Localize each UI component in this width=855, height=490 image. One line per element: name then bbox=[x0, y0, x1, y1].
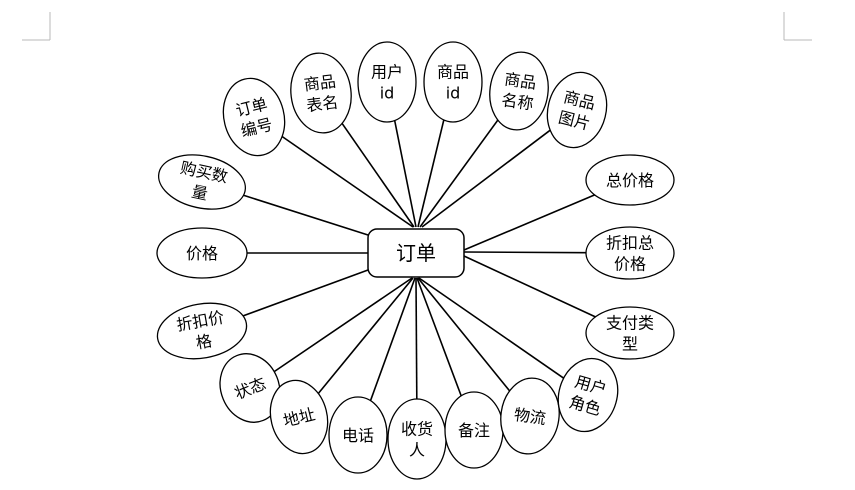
attribute-ellipse bbox=[290, 52, 352, 134]
attribute-ellipse bbox=[222, 77, 286, 157]
attribute-ellipse bbox=[156, 227, 248, 279]
attribute-remarks: 备注 bbox=[444, 391, 504, 469]
entity-node-order: 订单 bbox=[367, 228, 465, 278]
attribute-phone: 电话 bbox=[328, 396, 388, 474]
attribute-ellipse bbox=[557, 357, 619, 433]
attribute-ellipse bbox=[387, 398, 447, 480]
attribute-ellipse bbox=[328, 396, 388, 474]
attribute-ellipse bbox=[357, 41, 417, 123]
attribute-ellipse bbox=[219, 353, 281, 423]
edge-product-name bbox=[419, 119, 499, 228]
page-corner-marks bbox=[22, 12, 812, 41]
attribute-ellipse bbox=[500, 377, 560, 455]
attribute-ellipse bbox=[269, 379, 329, 455]
attribute-label: 表名 bbox=[305, 93, 339, 116]
attribute-label: 量 bbox=[190, 182, 210, 204]
edge-product-id bbox=[417, 119, 445, 228]
edge-product-table-name bbox=[341, 122, 415, 228]
attribute-label: 人 bbox=[409, 441, 425, 460]
attribute-recipient: 收货人 bbox=[387, 398, 447, 480]
edge-total-discount-price bbox=[463, 251, 587, 254]
attribute-label: 物流 bbox=[513, 405, 547, 428]
edge-total-price bbox=[463, 194, 596, 251]
attribute-label: 收货 bbox=[401, 420, 433, 439]
attribute-product-id: 商品 id bbox=[423, 41, 483, 123]
attribute-address: 地址 bbox=[269, 379, 329, 455]
edge-user-role bbox=[418, 277, 565, 379]
edge-recipient bbox=[415, 277, 418, 400]
attribute-ellipse bbox=[156, 302, 248, 360]
attribute-ellipse bbox=[489, 51, 549, 131]
attribute-ellipse bbox=[546, 71, 608, 149]
entity-box bbox=[367, 228, 465, 278]
edge-purchase-quantity bbox=[243, 194, 369, 236]
attribute-ellipse bbox=[585, 226, 675, 280]
attribute-label: 型 bbox=[622, 335, 638, 354]
edge-phone bbox=[369, 277, 416, 401]
attribute-price: 价格 bbox=[156, 227, 248, 279]
edge-payment-type bbox=[463, 255, 596, 318]
attribute-label: 电话 bbox=[342, 426, 374, 445]
attribute-label: 支付类 bbox=[606, 314, 654, 333]
attribute-label: 总价格 bbox=[606, 171, 654, 190]
attribute-label: id bbox=[380, 84, 395, 103]
attribute-ellipse bbox=[585, 306, 675, 360]
attribute-label: 备注 bbox=[458, 421, 490, 440]
edge-address bbox=[317, 277, 414, 395]
edge-product-image bbox=[421, 129, 551, 228]
attribute-ellipse bbox=[585, 154, 675, 206]
edge-user-id bbox=[393, 120, 417, 228]
edge-discount-price bbox=[242, 269, 369, 317]
attribute-ellipse bbox=[157, 154, 247, 210]
relationship-lines bbox=[242, 119, 596, 401]
attribute-nodes: 订单编号商品表名用户id商品id商品名称商品图片购买数量总价格价格折扣总价格折扣… bbox=[156, 41, 675, 480]
entity-label: 订单 bbox=[396, 241, 436, 265]
attribute-label: 价格 bbox=[186, 244, 218, 263]
edge-logistics bbox=[417, 277, 511, 392]
edge-order-number bbox=[281, 135, 414, 228]
attribute-label: 商品 bbox=[437, 63, 469, 82]
attribute-label: id bbox=[446, 84, 461, 103]
attribute-user-id: 用户 id bbox=[357, 41, 417, 123]
attribute-label: 格 bbox=[194, 331, 213, 352]
attribute-status: 状态 bbox=[219, 353, 281, 423]
attribute-logistics: 物流 bbox=[500, 377, 560, 455]
edge-status bbox=[273, 277, 413, 373]
attribute-label: 价格 bbox=[614, 255, 646, 274]
attribute-label: 商品 bbox=[303, 72, 337, 95]
attribute-label: 商品 bbox=[503, 69, 537, 92]
attribute-ellipse bbox=[423, 41, 483, 123]
edge-remarks bbox=[416, 277, 462, 397]
attribute-label: 用户 bbox=[371, 63, 403, 82]
attribute-label: 折扣总 bbox=[606, 234, 654, 253]
attribute-label: 名称 bbox=[500, 90, 534, 113]
attribute-total-price: 总价格 bbox=[585, 154, 675, 206]
